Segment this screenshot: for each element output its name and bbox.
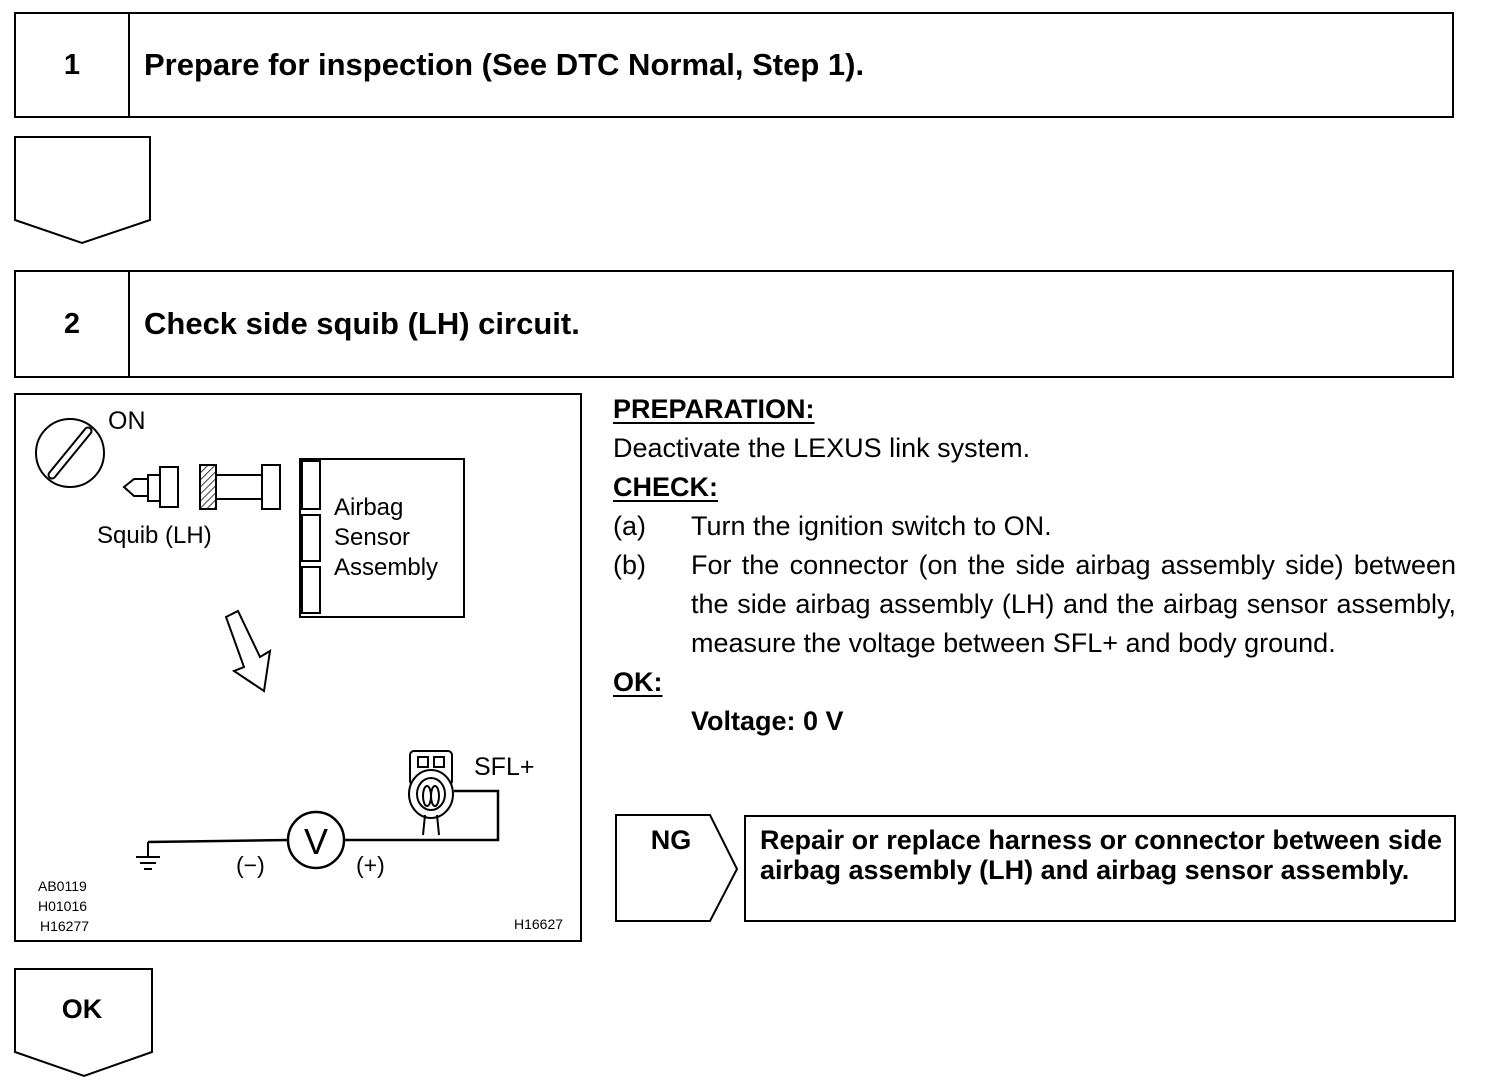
sensor-label-line: Assembly xyxy=(334,554,438,581)
figure-code: H16627 xyxy=(514,916,563,932)
check-item: (b) For the connector (on the side airba… xyxy=(613,546,1456,663)
step-1-header: 1 Prepare for inspection (See DTC Normal… xyxy=(14,12,1454,118)
check-item-label: (b) xyxy=(613,550,646,580)
circuit-wiring xyxy=(147,789,500,844)
ground-icon xyxy=(136,842,160,870)
ng-result-label: NG xyxy=(615,814,739,922)
ignition-switch-icon xyxy=(35,418,105,488)
sfl-connector-icon xyxy=(408,750,454,836)
check-item: (a) Turn the ignition switch to ON. xyxy=(613,507,1456,546)
direction-arrow-icon xyxy=(224,609,272,693)
ng-label-text: NG xyxy=(651,825,692,855)
circuit-diagram: ON Squib (LH) Airbag Sensor Assembly xyxy=(14,393,582,942)
airbag-sensor-assembly xyxy=(299,458,465,618)
minus-label: (−) xyxy=(236,852,265,878)
figure-code: H16277 xyxy=(40,918,89,934)
terminal-label: SFL+ xyxy=(474,753,534,781)
ok-label-text: OK xyxy=(62,994,103,1024)
voltmeter-icon: V xyxy=(286,810,346,870)
sensor-label-line: Airbag xyxy=(334,494,403,521)
meter-symbol: V xyxy=(304,821,328,862)
figure-code: H01016 xyxy=(38,898,87,914)
step-number: 2 xyxy=(16,272,130,376)
step-title: Prepare for inspection (See DTC Normal, … xyxy=(144,47,865,82)
squib-label: Squib (LH) xyxy=(97,522,212,549)
step-2-header: 2 Check side squib (LH) circuit. xyxy=(14,270,1454,378)
check-item-text: Turn the ignition switch to ON. xyxy=(691,511,1052,541)
step-number: 1 xyxy=(16,14,130,116)
ng-action-box: Repair or replace harness or connector b… xyxy=(744,815,1456,922)
ok-spec: Voltage: 0 V xyxy=(691,706,844,736)
squib-connector-icon xyxy=(122,464,281,510)
switch-label: ON xyxy=(108,407,146,435)
preparation-heading: PREPARATION: xyxy=(613,394,815,424)
flow-down-arrow-icon xyxy=(14,136,151,245)
check-heading: CHECK: xyxy=(613,472,718,502)
ok-result-arrow: OK xyxy=(14,968,153,1078)
sensor-label-line: Sensor xyxy=(334,524,410,551)
check-item-text: For the connector (on the side airbag as… xyxy=(691,550,1456,658)
figure-code: AB0119 xyxy=(38,878,87,894)
step-title: Check side squib (LH) circuit. xyxy=(144,306,580,341)
preparation-text: Deactivate the LEXUS link system. xyxy=(613,433,1031,463)
plus-label: (+) xyxy=(356,852,385,878)
ok-heading: OK: xyxy=(613,667,663,697)
check-item-label: (a) xyxy=(613,511,646,541)
instructions: PREPARATION: Deactivate the LEXUS link s… xyxy=(613,390,1456,741)
